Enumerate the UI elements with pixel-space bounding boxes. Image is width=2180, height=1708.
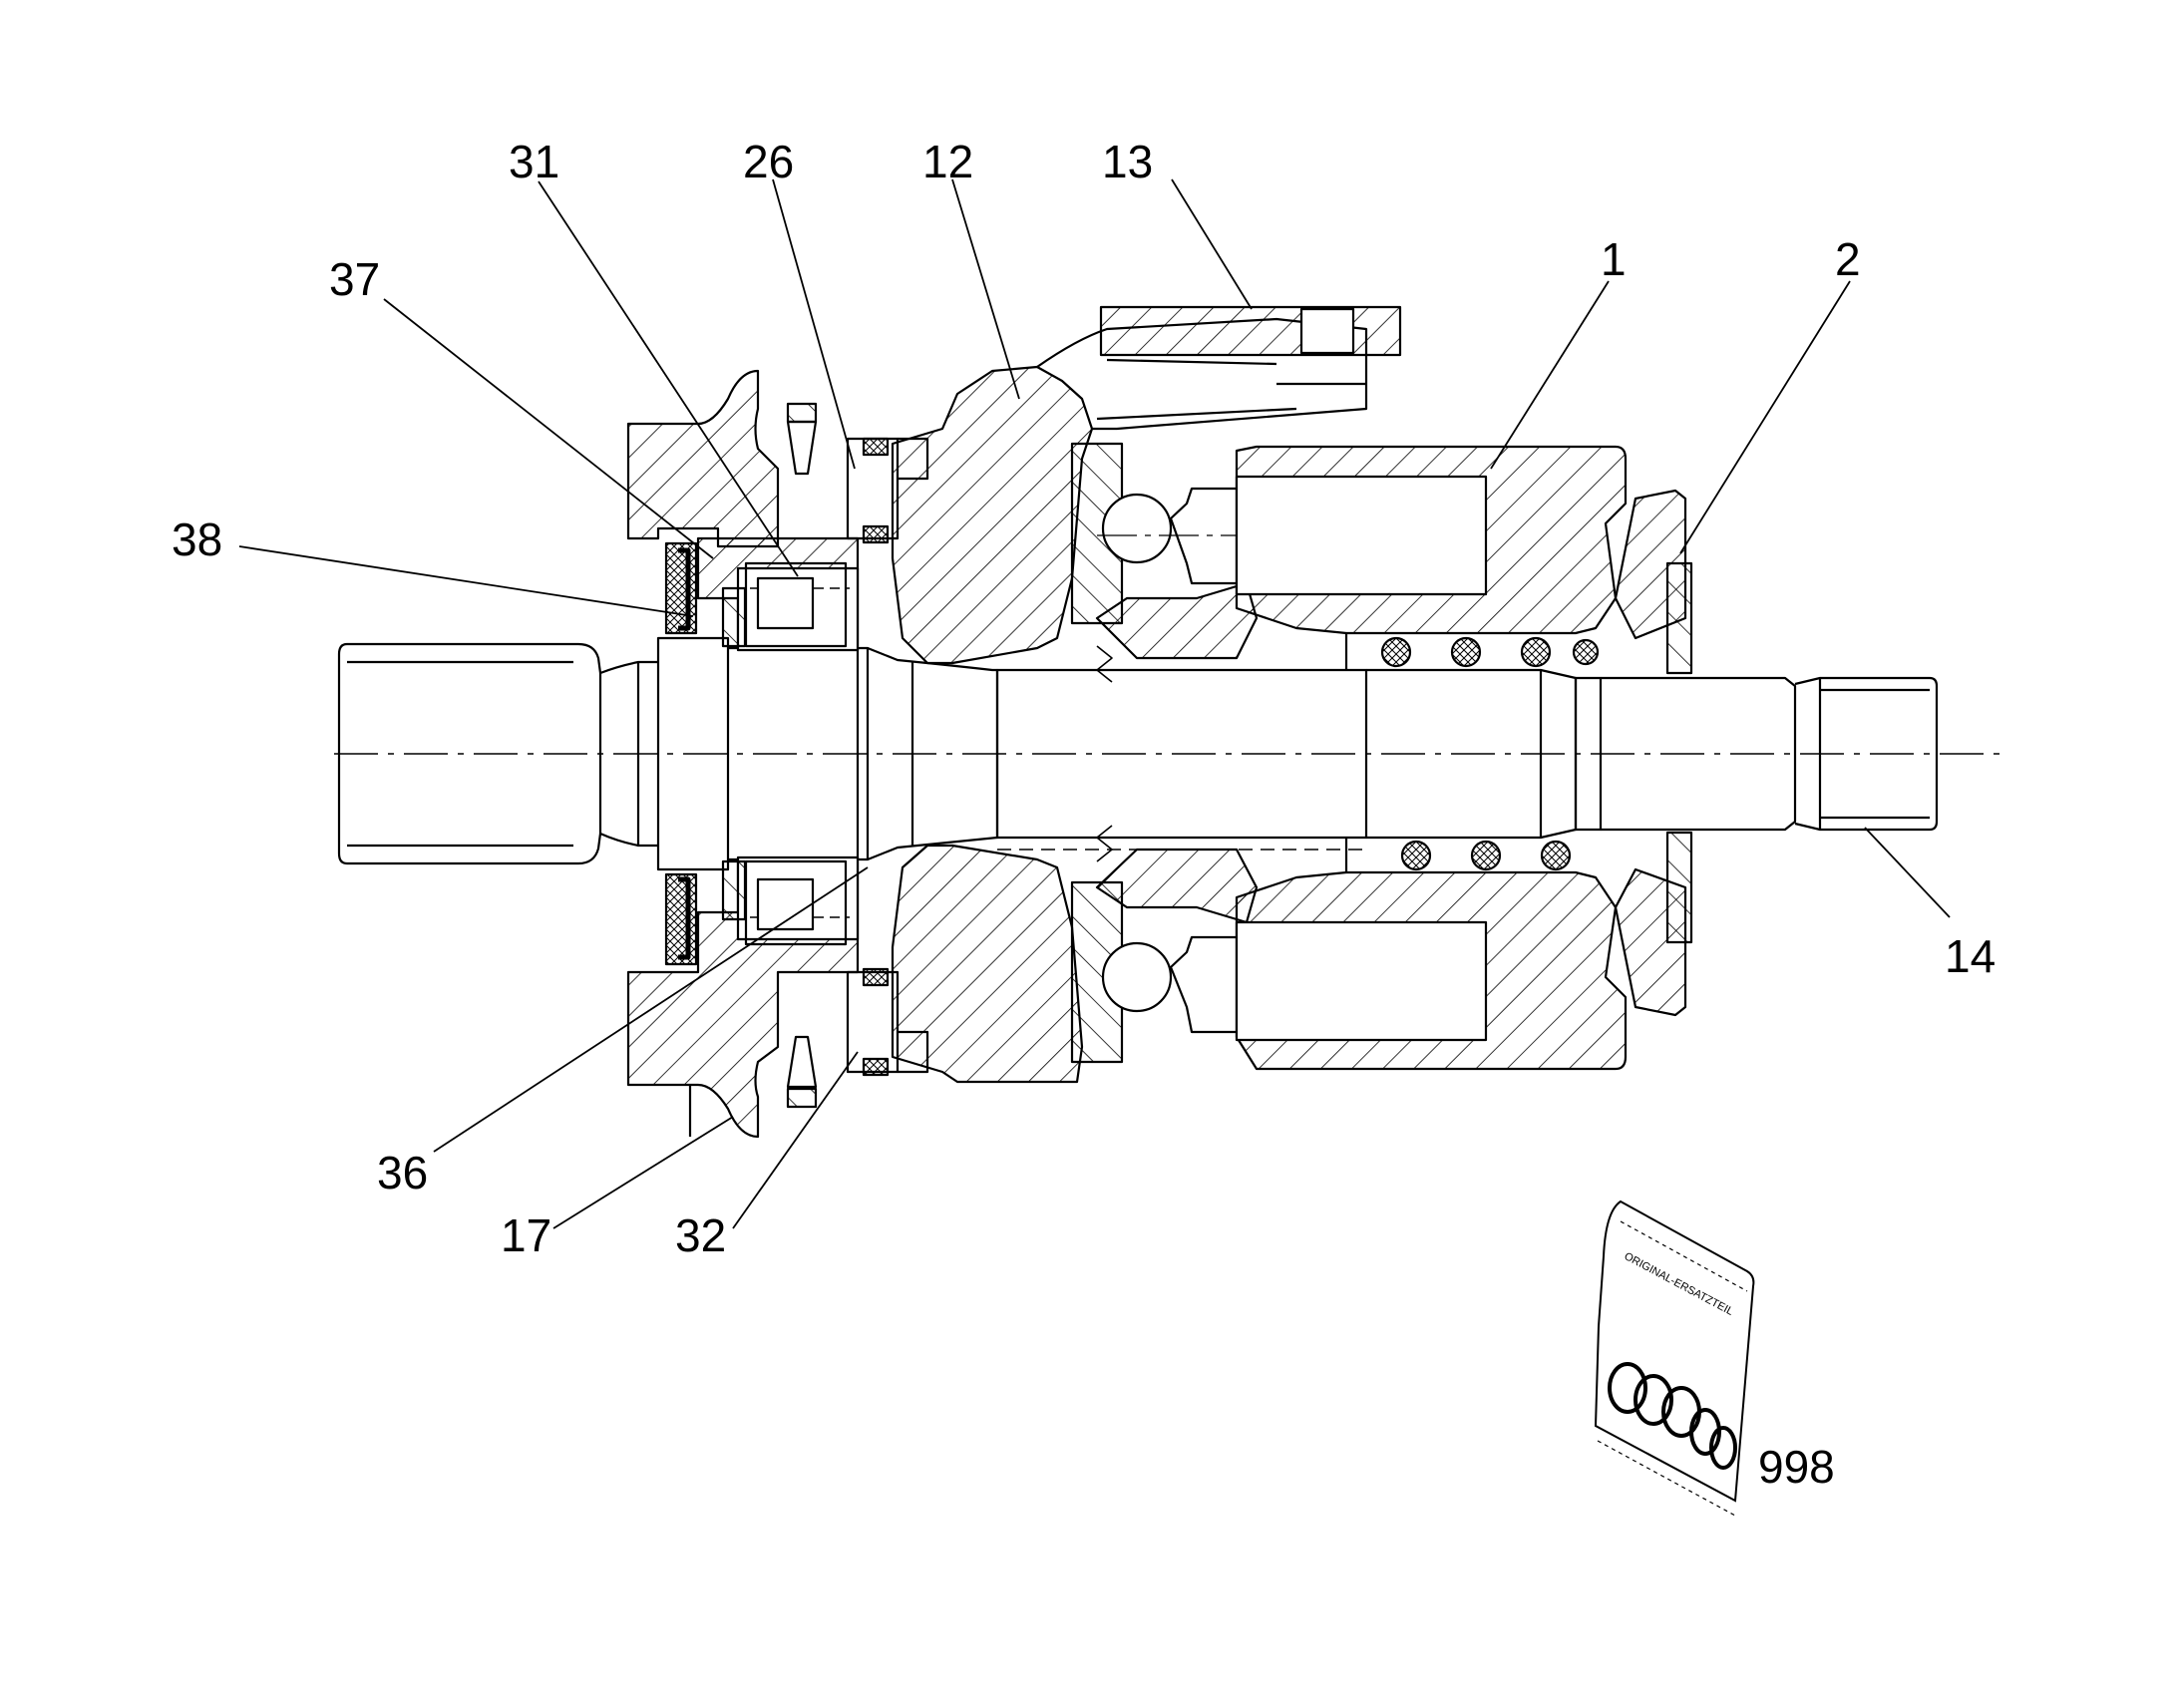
label-32: 32: [675, 1209, 726, 1261]
label-12: 12: [922, 136, 973, 187]
label-14: 14: [1945, 930, 1996, 982]
label-1: 1: [1601, 233, 1627, 285]
control-valve-upper: [786, 402, 929, 544]
swashplate-body: [891, 317, 1368, 1084]
label-13: 13: [1102, 136, 1153, 187]
label-38: 38: [172, 513, 222, 565]
return-spring: [1380, 636, 1600, 871]
label-26: 26: [743, 136, 794, 187]
callout-labels: 31 26 12 13 37 1 2 38 14 36 17 32 998: [172, 136, 1996, 1493]
label-998: 998: [1758, 1441, 1835, 1493]
o-rings-icon: [1608, 1362, 1737, 1470]
label-31: 31: [509, 136, 559, 187]
label-17: 17: [501, 1209, 551, 1261]
port-plate: [1614, 489, 1693, 1017]
bearing: [744, 561, 848, 946]
cylinder-block: [1235, 445, 1628, 1071]
shaft-seal: [664, 541, 747, 966]
control-valve-lower: [786, 967, 929, 1109]
label-37: 37: [329, 253, 380, 305]
label-36: 36: [377, 1147, 428, 1198]
label-2: 2: [1835, 233, 1861, 285]
adjustment-lever: [1099, 305, 1402, 366]
leader-lines: [238, 178, 1951, 1229]
seal-kit-bag: ORIGINAL-ERSATZTEIL: [1594, 1199, 1755, 1517]
